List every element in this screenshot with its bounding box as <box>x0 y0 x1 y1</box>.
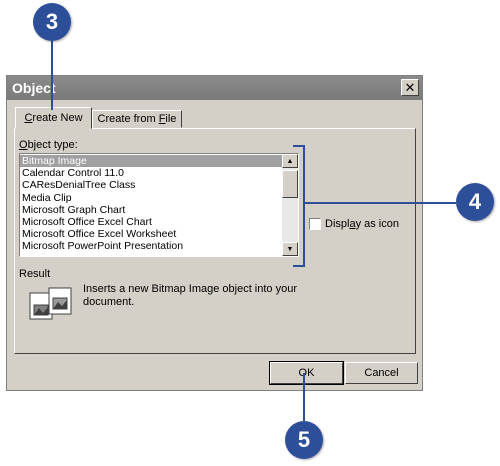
close-button[interactable]: ✕ <box>401 79 419 96</box>
callout-4-line <box>304 202 456 204</box>
callout-3-line <box>51 41 53 110</box>
dialog-title: Object <box>12 80 56 96</box>
display-as-icon-label[interactable]: Display as icon <box>325 218 399 230</box>
list-highlight-bracket <box>293 145 305 267</box>
scroll-down-button[interactable]: ▼ <box>282 242 298 256</box>
result-description-line-2: document. <box>83 296 135 308</box>
list-item[interactable]: Microsoft PowerPoint Presentation <box>22 240 184 253</box>
object-type-list[interactable]: Bitmap Image Calendar Control 11.0 CARes… <box>19 153 299 257</box>
callout-3: 3 <box>33 3 71 41</box>
list-item[interactable]: Media Clip <box>22 191 72 204</box>
scroll-up-button[interactable]: ▲ <box>282 154 298 168</box>
arrow-down-icon: ▼ <box>286 245 294 253</box>
callout-5-line <box>303 373 305 421</box>
arrow-up-icon: ▲ <box>286 157 294 165</box>
close-icon: ✕ <box>404 79 416 95</box>
tab-panel <box>14 128 416 354</box>
scroll-thumb[interactable] <box>282 170 298 198</box>
result-label: Result <box>19 268 51 280</box>
bitmap-image-icon <box>29 287 72 320</box>
list-scrollbar[interactable]: ▲ ▼ <box>282 154 298 256</box>
tab-create-from-file[interactable]: Create from File <box>92 110 182 128</box>
list-item[interactable]: Microsoft Office Excel Worksheet <box>22 228 177 241</box>
callout-5: 5 <box>285 421 323 459</box>
cancel-button[interactable]: Cancel <box>345 362 418 384</box>
result-description-line-1: Inserts a new Bitmap Image object into y… <box>83 283 297 295</box>
list-item[interactable]: Bitmap Image <box>20 155 282 168</box>
display-as-icon-checkbox[interactable] <box>309 218 321 230</box>
tab-create-new[interactable]: Create New <box>15 107 92 129</box>
list-item[interactable]: Microsoft Graph Chart <box>22 203 126 216</box>
list-item[interactable]: Microsoft Office Excel Chart <box>22 215 152 228</box>
ok-button[interactable]: OK <box>269 361 344 385</box>
list-item[interactable]: Calendar Control 11.0 <box>22 167 124 180</box>
object-type-label: Object type: <box>19 139 78 151</box>
title-bar: Object ✕ <box>7 76 422 100</box>
object-dialog: Object ✕ Create New Create from File Obj… <box>6 75 423 391</box>
callout-4: 4 <box>456 183 494 221</box>
list-item[interactable]: CAResDenialTree Class <box>22 179 136 192</box>
